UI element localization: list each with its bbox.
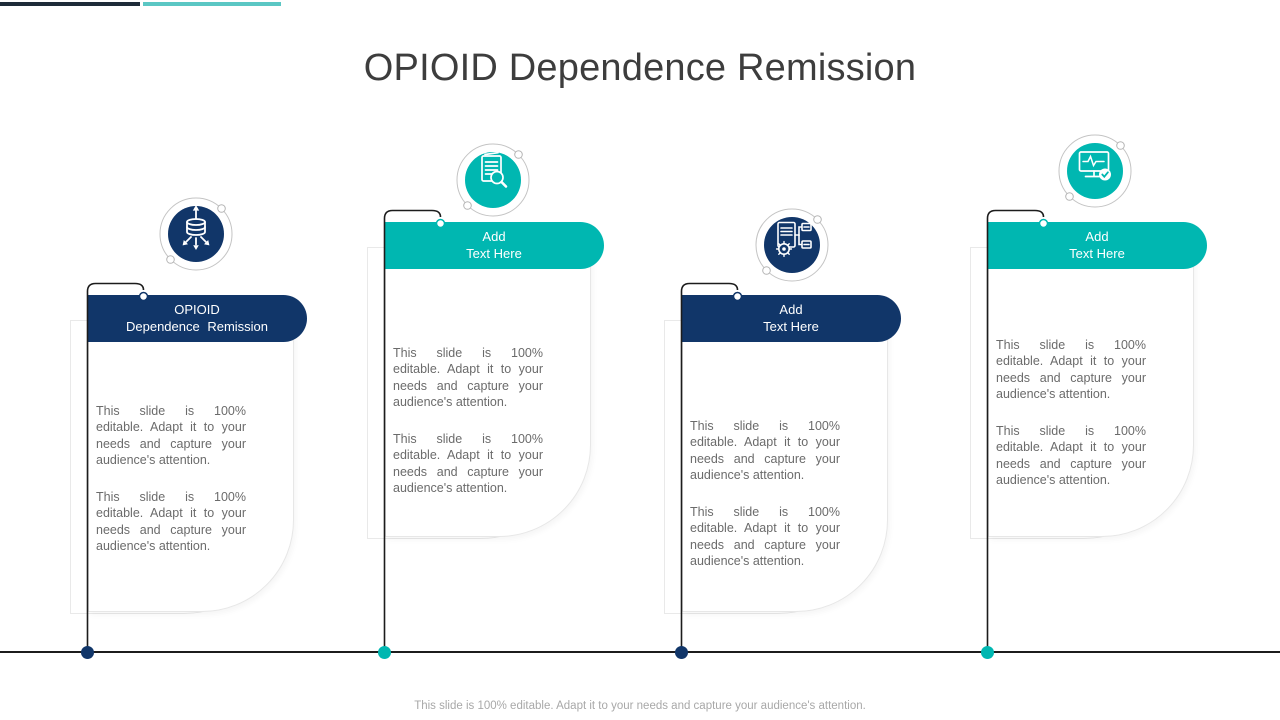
top-accent-bar-dark [0,2,140,6]
banner-line2: Text Here [466,245,522,261]
column-body-text: This slide is 100% editable. Adapt it to… [393,345,543,496]
body-paragraph: This slide is 100% editable. Adapt it to… [393,346,543,409]
body-paragraph: This slide is 100% editable. Adapt it to… [996,338,1146,401]
body-paragraph: This slide is 100% editable. Adapt it to… [96,404,246,467]
body-paragraph: This slide is 100% editable. Adapt it to… [690,505,840,569]
content-card [88,318,294,612]
timeline-dot-3 [675,646,688,659]
connector-node [435,218,446,229]
banner-line2: Text Here [1069,245,1125,261]
body-paragraph: This slide is 100% editable. Adapt it to… [393,432,543,496]
document-search-icon [451,138,535,222]
footer-note: This slide is 100% editable. Adapt it to… [414,700,866,712]
connector-line [680,282,743,654]
page-title: OPIOID Dependence Remission [363,47,917,90]
data-distribution-icon [154,192,238,276]
banner-line1: Add [779,302,803,317]
body-paragraph: This slide is 100% editable. Adapt it to… [690,419,840,482]
timeline-dot-4 [981,646,994,659]
connector-node [1038,218,1049,229]
body-paragraph: This slide is 100% editable. Adapt it to… [996,424,1146,488]
column-header-banner: Add Text Here [681,295,901,342]
timeline-axis [0,651,1280,653]
column-header-banner: Add Text Here [987,222,1207,269]
content-card [385,245,591,537]
server-network-icon [750,203,834,287]
column-header-banner: OPIOID Dependence Remission [87,295,307,342]
column-header-banner: Add Text Here [384,222,604,269]
content-card [682,318,888,612]
gear-icon [775,240,793,258]
banner-line2: Text Here [763,318,819,334]
body-paragraph: This slide is 100% editable. Adapt it to… [96,490,246,554]
connector-line [383,209,446,654]
timeline-dot-1 [81,646,94,659]
column-body-text: This slide is 100% editable. Adapt it to… [96,403,246,554]
banner-line2: Dependence Remission [125,318,269,334]
banner-line1: OPIOID [174,302,220,317]
column-body-text: This slide is 100% editable. Adapt it to… [690,418,840,569]
connector-node [138,291,149,302]
top-accent-bar-teal [143,2,281,6]
connector-line [86,282,149,654]
column-body-text: This slide is 100% editable. Adapt it to… [996,337,1146,488]
connector-line [986,209,1049,654]
banner-line1: Add [482,229,506,244]
timeline-dot-2 [378,646,391,659]
connector-node [732,291,743,302]
banner-line1: Add [1085,229,1109,244]
monitor-pulse-icon [1053,129,1137,213]
